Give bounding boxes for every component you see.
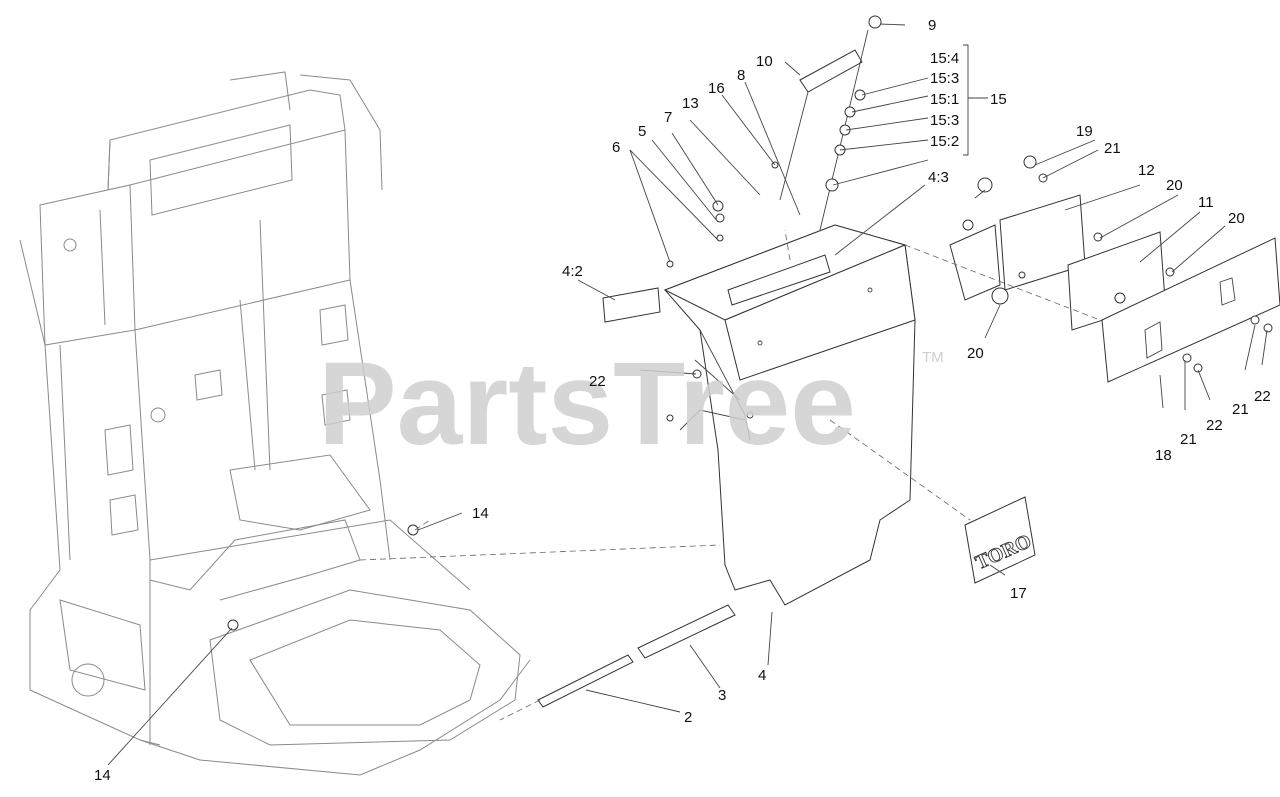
callout-18: 18 bbox=[1155, 447, 1172, 464]
callout-13: 13 bbox=[682, 95, 699, 112]
callout-15-1: 15:1 bbox=[930, 91, 959, 108]
callout-6: 6 bbox=[612, 139, 620, 156]
svg-text:PartsTree: PartsTree bbox=[318, 338, 856, 470]
callout-labels: 9 10 8 16 13 7 5 6 15:4 15:3 15:1 15:3 1… bbox=[94, 17, 1271, 784]
callout-19: 19 bbox=[1076, 123, 1093, 140]
callout-15: 15 bbox=[990, 91, 1007, 108]
callout-4: 4 bbox=[758, 667, 766, 684]
callout-12: 12 bbox=[1138, 162, 1155, 179]
machine-frame bbox=[19, 71, 531, 776]
callout-11: 11 bbox=[1198, 194, 1214, 211]
callout-20-b: 20 bbox=[1228, 210, 1245, 227]
svg-text:TM: TM bbox=[922, 349, 944, 366]
callout-15-3-a: 15:3 bbox=[930, 70, 959, 87]
callout-8: 8 bbox=[737, 67, 745, 84]
callout-15-2: 15:2 bbox=[930, 133, 959, 150]
callout-3: 3 bbox=[718, 687, 726, 704]
callout-22-b: 22 bbox=[1254, 388, 1271, 405]
watermark: PartsTree TM bbox=[318, 338, 944, 470]
toro-decal-17: TORO bbox=[964, 496, 1036, 584]
callout-21-b: 21 bbox=[1232, 401, 1249, 418]
callout-22-c: 22 bbox=[1206, 417, 1223, 434]
callout-4-2: 4:2 bbox=[562, 263, 583, 280]
callout-14-b: 14 bbox=[94, 767, 111, 784]
console-tower bbox=[663, 224, 916, 606]
callout-20-c: 20 bbox=[967, 345, 984, 362]
callout-16: 16 bbox=[708, 80, 725, 97]
callout-4-3: 4:3 bbox=[928, 169, 949, 186]
callout-2: 2 bbox=[684, 709, 692, 726]
callout-15-4: 15:4 bbox=[930, 50, 959, 67]
callout-5: 5 bbox=[638, 123, 646, 140]
callout-21-a: 21 bbox=[1104, 140, 1121, 157]
callout-7: 7 bbox=[664, 109, 672, 126]
lever-handle-10 bbox=[779, 29, 869, 231]
rod-2 bbox=[537, 654, 634, 708]
callout-14-a: 14 bbox=[472, 505, 489, 522]
rod-3 bbox=[637, 604, 736, 659]
leader-lines bbox=[107, 23, 1268, 766]
bracket bbox=[949, 224, 1001, 301]
callout-15-3-b: 15:3 bbox=[930, 112, 959, 129]
callout-10: 10 bbox=[756, 53, 773, 70]
callout-21-c: 21 bbox=[1180, 431, 1197, 448]
alignment-lines bbox=[359, 229, 1101, 721]
callout-22-a: 22 bbox=[589, 373, 606, 390]
callout-17: 17 bbox=[1010, 585, 1027, 602]
callout-20-a: 20 bbox=[1166, 177, 1183, 194]
decal-4-2 bbox=[602, 287, 661, 323]
callout-9: 9 bbox=[928, 17, 936, 34]
